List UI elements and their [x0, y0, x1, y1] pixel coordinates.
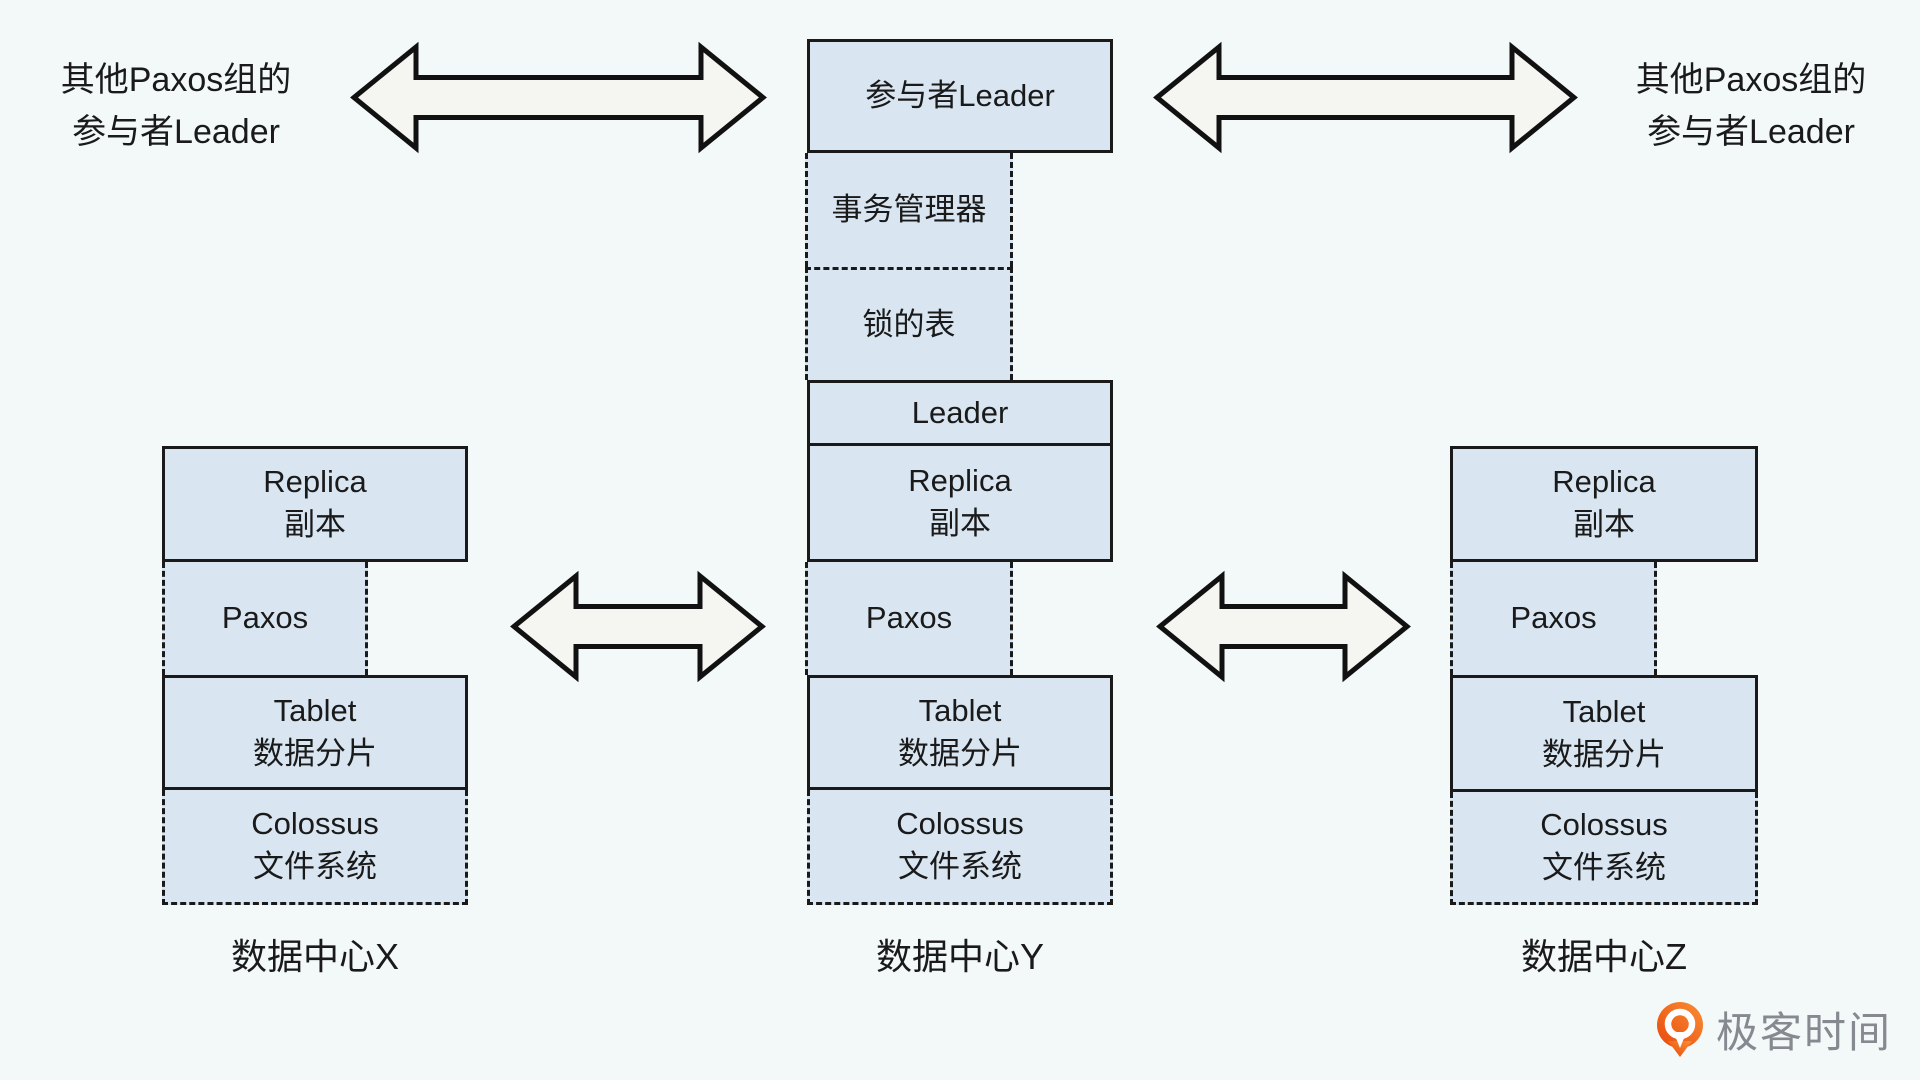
box-replica-left: Replica 副本	[162, 446, 468, 562]
participant-leader-label: 参与者Leader	[865, 77, 1055, 113]
paxos-right-label: Paxos	[1510, 600, 1597, 636]
box-tablet-right: Tablet 数据分片	[1450, 675, 1758, 792]
other-paxos-group-label-left-line1: 其他Paxos组的	[60, 61, 292, 99]
tablet-left-line2: 数据分片	[253, 735, 377, 771]
box-replica-right: Replica 副本	[1450, 446, 1758, 562]
bidirectional-arrow-mid-right	[1156, 570, 1411, 683]
tablet-right-line1: Tablet	[1562, 693, 1646, 729]
colossus-center-line2: 文件系统	[898, 849, 1022, 884]
other-paxos-group-label-right-line2: 参与者Leader	[1647, 113, 1855, 151]
tablet-center-line1: Tablet	[918, 692, 1002, 728]
replica-left-line1: Replica	[263, 464, 367, 500]
datacenter-x-caption: 数据中心X	[230, 936, 399, 977]
transaction-manager-label: 事务管理器	[831, 191, 987, 227]
bidirectional-arrow-top-right	[1153, 41, 1578, 154]
box-leader-center: Leader	[807, 380, 1113, 446]
paxos-left-label: Paxos	[221, 600, 309, 636]
replica-right-line2: 副本	[1573, 507, 1635, 542]
lock-table-label: 锁的表	[862, 306, 956, 342]
replica-left-line2: 副本	[284, 507, 346, 542]
colossus-right-line2: 文件系统	[1542, 850, 1666, 885]
box-paxos-right: Paxos	[1450, 562, 1657, 675]
box-paxos-left: Paxos	[162, 562, 368, 675]
box-tablet-left: Tablet 数据分片	[162, 675, 468, 790]
geektime-logo: 极客时间	[1656, 999, 1892, 1060]
geektime-logo-text: 极客时间	[1716, 1009, 1893, 1056]
box-paxos-center: Paxos	[805, 562, 1013, 675]
other-paxos-group-label-right: 其他Paxos组的 参与者Leader	[1601, 54, 1901, 158]
replica-center-line2: 副本	[929, 505, 991, 541]
replica-center-line1: Replica	[908, 462, 1012, 498]
colossus-left-line1: Colossus	[251, 806, 379, 842]
box-colossus-left: Colossus 文件系统	[162, 790, 468, 905]
colossus-left-line2: 文件系统	[253, 849, 377, 884]
tablet-right-line2: 数据分片	[1542, 736, 1666, 772]
box-tablet-center: Tablet 数据分片	[807, 675, 1113, 790]
other-paxos-group-label-left: 其他Paxos组的 参与者Leader	[26, 54, 326, 158]
box-replica-center: Replica 副本	[807, 443, 1113, 562]
bidirectional-arrow-top-left	[350, 41, 767, 154]
colossus-center-line1: Colossus	[896, 806, 1024, 842]
replica-right-line1: Replica	[1552, 464, 1656, 500]
bidirectional-arrow-mid-left	[510, 570, 766, 683]
leader-label: Leader	[911, 394, 1009, 430]
tablet-left-line1: Tablet	[273, 692, 357, 728]
box-colossus-right: Colossus 文件系统	[1450, 792, 1758, 905]
datacenter-y-caption: 数据中心Y	[875, 936, 1044, 977]
colossus-right-line1: Colossus	[1540, 807, 1668, 843]
datacenter-z-caption: 数据中心Z	[1521, 936, 1687, 977]
paxos-center-label: Paxos	[865, 600, 953, 636]
other-paxos-group-label-right-line1: 其他Paxos组的	[1635, 61, 1867, 99]
other-paxos-group-label-left-line2: 参与者Leader	[72, 113, 280, 151]
box-transaction-manager: 事务管理器	[805, 153, 1013, 267]
tablet-center-line2: 数据分片	[898, 735, 1022, 771]
box-participant-leader: 参与者Leader	[807, 39, 1113, 153]
box-colossus-center: Colossus 文件系统	[807, 790, 1113, 905]
box-lock-table: 锁的表	[805, 267, 1013, 380]
geektime-logo-icon	[1657, 1002, 1703, 1057]
